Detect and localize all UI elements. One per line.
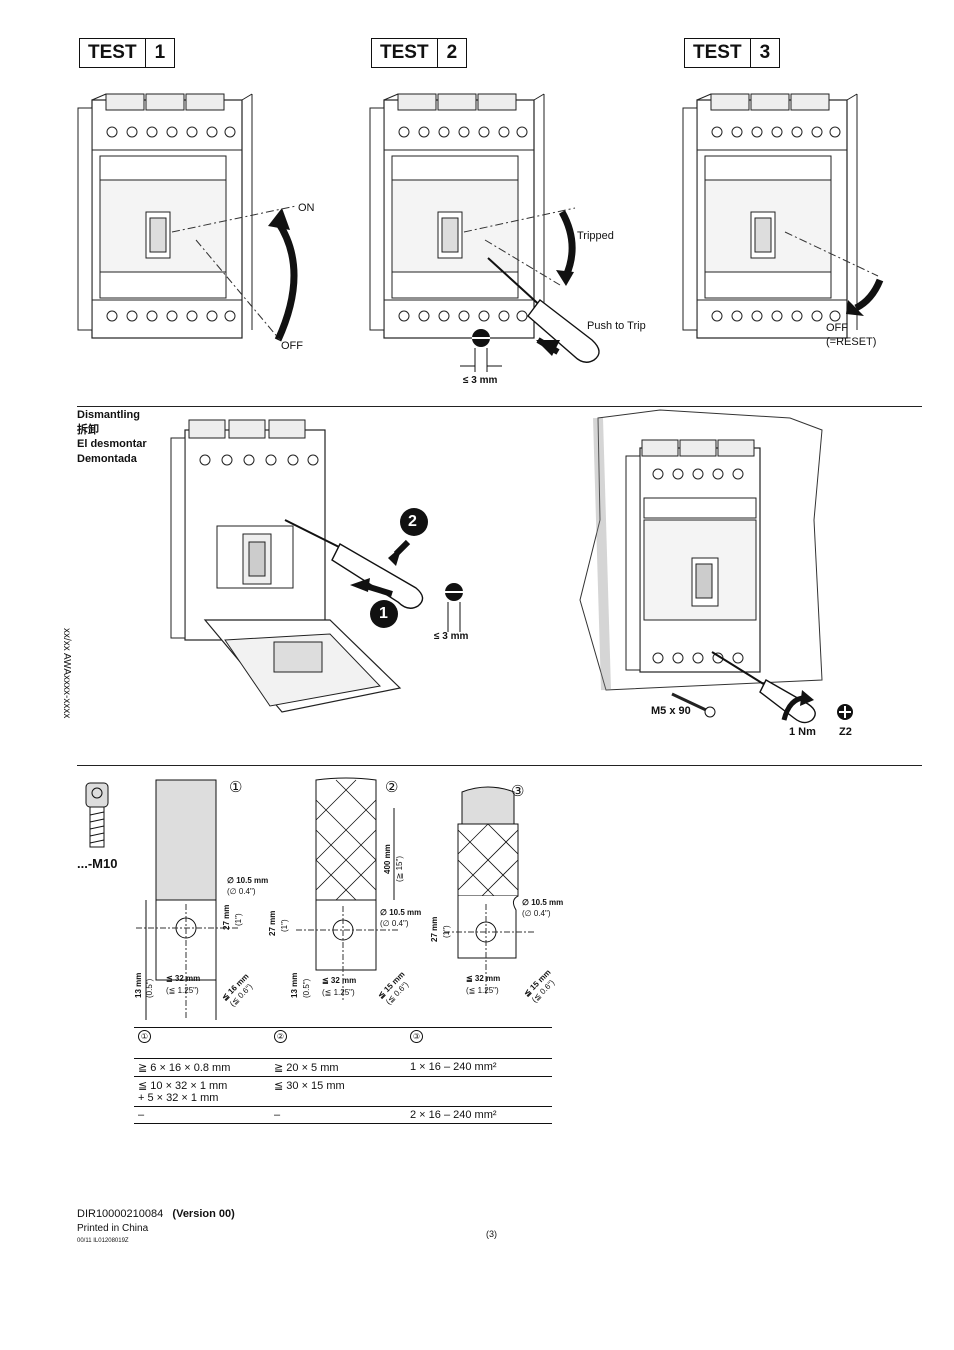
table-cell: – bbox=[270, 1106, 406, 1124]
fig1-dia-in: (∅ 0.4") bbox=[227, 887, 256, 896]
test2-gap-label: ≤ 3 mm bbox=[463, 375, 498, 386]
table-cell: ≦ 10 × 32 × 1 mm + 5 × 32 × 1 mm bbox=[134, 1076, 270, 1107]
step-2-marker: 2 bbox=[408, 513, 417, 530]
fig2-h27-in: (1") bbox=[280, 919, 289, 932]
table-cell: 1 × 16 – 240 mm² bbox=[406, 1058, 552, 1077]
section-divider-2 bbox=[77, 765, 922, 766]
screw-label: M5 x 90 bbox=[651, 705, 691, 717]
fig2-len-in: (≧ 15") bbox=[395, 856, 404, 882]
fig2-h27: 27 mm bbox=[268, 910, 277, 936]
fig2-h13-in: (0.5") bbox=[302, 978, 311, 998]
test3-reset-label: (=RESET) bbox=[826, 336, 877, 348]
section-divider-1 bbox=[77, 406, 922, 407]
test3-off-label: OFF bbox=[826, 322, 848, 334]
fig3-h27: 27 mm bbox=[430, 916, 439, 942]
fig1-dia: ∅ 10.5 mm bbox=[227, 876, 269, 885]
fig1-h13: 13 mm bbox=[134, 972, 143, 998]
footer-code: 00/11 IL01208019Z bbox=[77, 1238, 129, 1244]
dismantling-gap-label: ≤ 3 mm bbox=[434, 631, 469, 642]
fig2-dia: ∅ 10.5 mm bbox=[380, 908, 422, 917]
fig2-h13: 13 mm bbox=[290, 972, 299, 998]
fig3-h27-in: (1") bbox=[442, 925, 451, 938]
cross-section-table: ① ② ③ ≧ 6 × 16 × 0.8 mm ≧ 20 × 5 mm 1 × … bbox=[134, 1027, 552, 1124]
side-code: xx/xx AWAxxxx-xxxx bbox=[61, 628, 72, 719]
test1-off-label: OFF bbox=[281, 340, 303, 352]
test1-on-label: ON bbox=[298, 202, 315, 214]
table-cell: ≧ 20 × 5 mm bbox=[270, 1058, 406, 1077]
fig3-number: ③ bbox=[511, 783, 525, 800]
test2-push-label: Push to Trip bbox=[587, 320, 646, 332]
table-header-3: ③ bbox=[410, 1030, 423, 1043]
fig2-number: ② bbox=[385, 779, 399, 796]
doc-id: DIR10000210084 bbox=[77, 1208, 164, 1220]
fig2-w32: ≦ 32 mm bbox=[322, 976, 357, 985]
fig1-h13-in: (0.5") bbox=[145, 978, 154, 998]
bit-label: Z2 bbox=[839, 726, 852, 738]
table-header-2: ② bbox=[274, 1030, 287, 1043]
fig1-w32: ≦ 32 mm bbox=[166, 974, 201, 983]
test2-tripped-label: Tripped bbox=[577, 230, 614, 242]
fig1-w32-in: (≦ 1.25") bbox=[166, 986, 199, 995]
footer-doc-line: DIR10000210084 (Version 00) bbox=[77, 1208, 235, 1220]
torque-label: 1 Nm bbox=[789, 726, 816, 738]
step-1-marker: 1 bbox=[379, 605, 388, 622]
table-cell: ≦ 30 × 15 mm bbox=[270, 1076, 406, 1107]
page-number: (3) bbox=[486, 1229, 497, 1239]
fig2-w32-in: (≦ 1.25") bbox=[322, 988, 355, 997]
fig2-len: 400 mm bbox=[383, 844, 392, 874]
fig1-h27-in: (1") bbox=[234, 913, 243, 926]
fig3-w32: ≦ 32 mm bbox=[466, 974, 501, 983]
doc-version: (Version 00) bbox=[172, 1208, 235, 1220]
fig3-dia: ∅ 10.5 mm bbox=[522, 898, 564, 907]
bolt-label: ...-M10 bbox=[77, 856, 118, 871]
printed-label: Printed in China bbox=[77, 1223, 149, 1234]
table-cell: ≧ 6 × 16 × 0.8 mm bbox=[134, 1058, 270, 1077]
fig3-w32-in: (≦ 1.25") bbox=[466, 986, 499, 995]
table-cell: 2 × 16 – 240 mm² bbox=[406, 1106, 552, 1124]
fig1-number: ① bbox=[229, 779, 243, 796]
fig1-h27: 27 mm bbox=[222, 904, 231, 930]
fig2-dia-in: (∅ 0.4") bbox=[380, 919, 409, 928]
fig3-dia-in: (∅ 0.4") bbox=[522, 909, 551, 918]
table-cell: – bbox=[134, 1106, 270, 1124]
table-cell bbox=[406, 1076, 552, 1107]
table-header-1: ① bbox=[138, 1030, 151, 1043]
dismantling-title: Dismantling 拆卸 El desmontar Demontada bbox=[77, 409, 147, 465]
